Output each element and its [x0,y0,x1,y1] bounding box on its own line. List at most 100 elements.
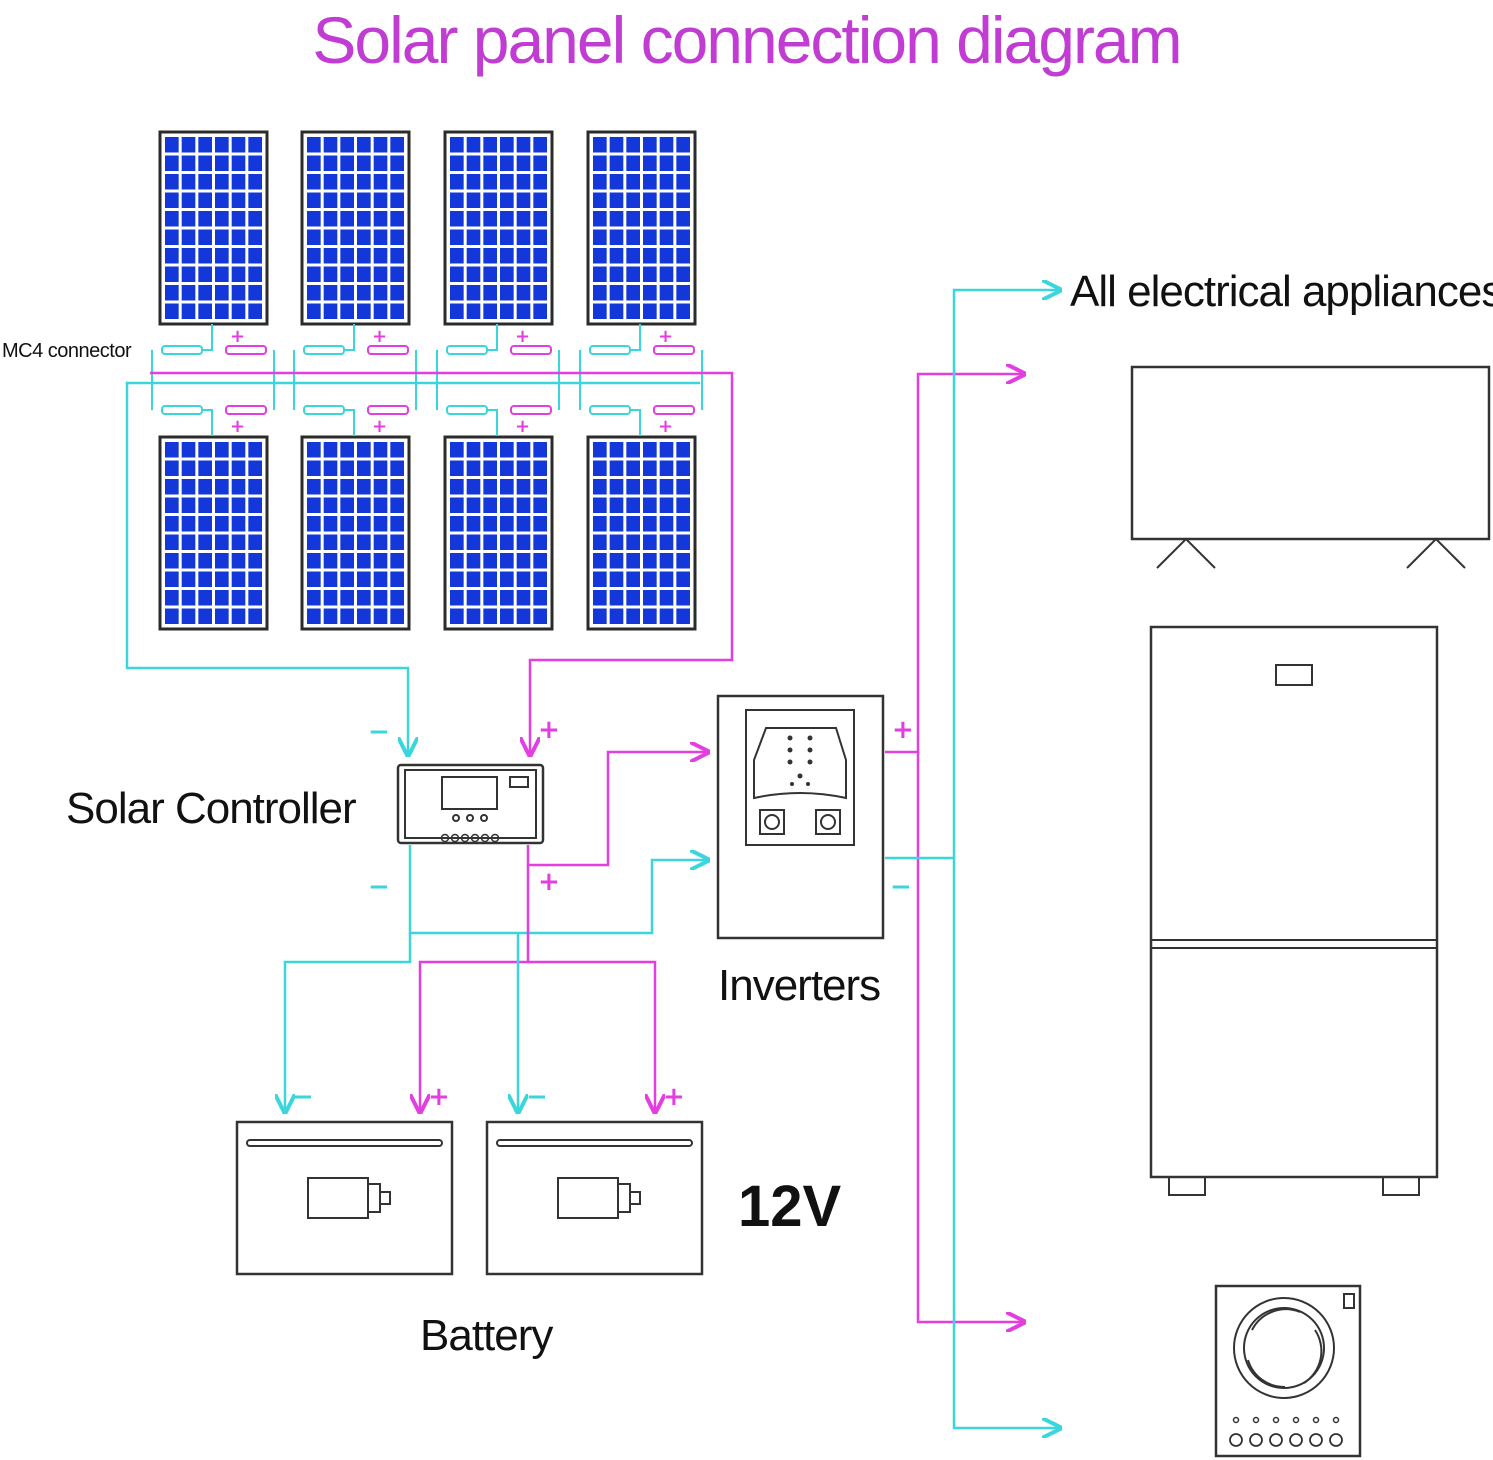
inverter-positive-down [916,752,1024,1322]
inverters-label: Inverters [718,961,880,1010]
connector-bracket [151,350,275,410]
tv-icon [1130,365,1491,569]
solar-panel-icon [158,130,269,326]
charge-controller-icon [396,763,545,845]
solar-panel-icon [586,130,697,326]
washer-indicator [1272,1416,1280,1424]
mc4-connector [589,405,631,415]
sign-controller-in-positive: + [538,715,560,745]
solar-panel-array [158,130,697,631]
controller-terminal [490,833,500,843]
washer-knob [1329,1433,1343,1447]
panel-positive-sign: + [372,416,387,437]
diagram-title: Solar panel connection diagram [312,3,1182,77]
mc4-connector [589,345,631,355]
panel-positive-sign: + [515,326,530,347]
panel-lead-negative [630,324,641,351]
appliances-label: All electrical appliances [1070,267,1493,316]
panel-lead-negative [202,409,213,436]
battery-positive-link [528,960,655,1112]
mc4-connector [510,345,552,355]
panel-positive-sign: + [230,326,245,347]
solar-controller-label: Solar Controller [66,784,356,833]
panel-lead-negative [344,409,355,436]
inverter-negative-out [885,290,1060,860]
sign-battery1-positive: + [428,1082,450,1112]
panel-lead-negative [202,324,213,351]
controller-to-inverter-negative [408,845,708,935]
washer-knob [1309,1433,1323,1447]
inverter-icon [716,694,885,940]
panel-positive-sign: + [658,416,673,437]
mc4-connector [161,405,203,415]
mc4-connector [225,345,267,355]
panel-positive-sign: + [372,326,387,347]
battery-label: Battery [420,1311,553,1360]
mc4-connector [446,345,488,355]
solar-panel-icon [300,130,411,326]
panel-lead-negative [487,324,498,351]
controller-terminal [470,833,480,843]
sign-inverter-negative: − [890,872,912,902]
washer-indicator [1232,1416,1240,1424]
controller-to-battery-negative [285,933,412,1112]
washer-knob [1229,1433,1243,1447]
connector-bracket [436,350,560,410]
panel-positive-bus [150,371,734,755]
washer-indicator [1292,1416,1300,1424]
controller-terminal [460,833,470,843]
controller-to-inverter-positive [526,752,708,867]
mc4-connector [653,345,695,355]
panel-lead-negative [487,409,498,436]
mc4-connector [303,405,345,415]
mc4-connector-row: + + + + + + + + [151,324,703,437]
panel-lead-negative [630,409,641,436]
panel-lead-negative [344,324,355,351]
inverter-positive-out [885,374,1024,754]
sign-inverter-positive: + [892,715,914,745]
sign-battery2-positive: + [663,1082,685,1112]
panel-positive-sign: + [515,416,530,437]
solar-panel-icon [158,435,269,631]
panel-negative-bus [125,381,700,755]
controller-to-battery-positive [420,865,530,1112]
washing-machine-icon [1214,1284,1362,1458]
washer-indicator [1252,1416,1260,1424]
solar-panel-icon [586,435,697,631]
controller-terminal [480,833,490,843]
solar-panel-icon [300,435,411,631]
fridge-icon [1149,625,1439,1196]
battery-icon-2 [485,1120,704,1276]
mc4-connector [653,405,695,415]
connector-bracket [579,350,703,410]
washer-knob [1269,1433,1283,1447]
panel-positive-sign: + [230,416,245,437]
solar-panel-icon [443,130,554,326]
washer-knob [1249,1433,1263,1447]
mc4-connector [367,405,409,415]
solar-panel-icon [443,435,554,631]
sign-controller-out-positive: + [538,867,560,897]
wiring [125,290,1060,1428]
mc4-connector-label: MC4 connector [2,340,132,362]
mc4-connector [510,405,552,415]
washer-knob [1289,1433,1303,1447]
mc4-connector [303,345,345,355]
controller-terminal [440,833,450,843]
sign-controller-in-negative: − [368,717,390,747]
mc4-connector [367,345,409,355]
polarity-signs: + − + − + − − + − + [292,715,914,1112]
connector-bracket [293,350,417,410]
mc4-connector [225,405,267,415]
washer-indicator [1312,1416,1320,1424]
controller-terminal [450,833,460,843]
mc4-connector [446,405,488,415]
battery-icon [235,1120,454,1276]
sign-controller-out-negative: − [368,872,390,902]
voltage-label: 12V [738,1174,842,1239]
washer-indicator [1332,1416,1340,1424]
sign-battery2-negative: − [526,1082,548,1112]
panel-positive-sign: + [658,326,673,347]
